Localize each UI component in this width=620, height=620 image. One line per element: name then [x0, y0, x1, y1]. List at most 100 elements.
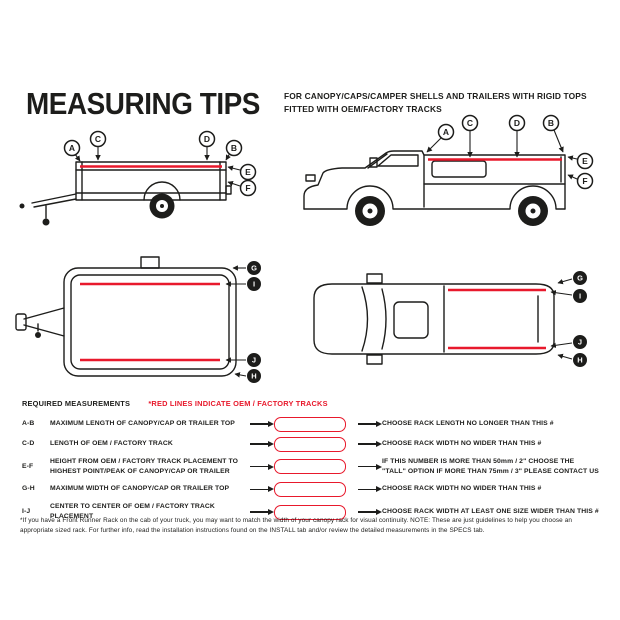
label-badge-j: J — [573, 335, 587, 349]
side-mirror — [369, 157, 378, 168]
page-subtitle-line2: FITTED WITH OEM/FACTORY TRACKS — [284, 104, 442, 115]
right-mirror — [366, 354, 383, 365]
oem-track-lines — [80, 282, 220, 362]
required-measurements-title: REQUIRED MEASUREMENTS — [22, 399, 131, 408]
front-wheel — [355, 196, 385, 226]
truck-body-outline — [303, 150, 566, 210]
hitch-coupler — [19, 203, 25, 209]
measurements-header: REQUIRED MEASUREMENTS *RED LINES INDICAT… — [22, 399, 600, 408]
jockey-wheel — [42, 218, 50, 226]
measurement-code: A-B — [22, 419, 35, 427]
jockey-wheel — [35, 332, 41, 338]
label-badge-a: A — [437, 123, 455, 141]
label-badge-b: B — [542, 114, 560, 132]
svg-text:I: I — [253, 280, 255, 289]
truck-top-view-illustration: G I J H — [313, 271, 587, 367]
track-color-note: *RED LINES INDICATE OEM / FACTORY TRACKS — [148, 399, 328, 408]
measurement-code: G-H — [22, 485, 35, 493]
svg-text:A: A — [443, 127, 449, 137]
svg-text:G: G — [577, 274, 583, 283]
label-badge-f: F — [576, 172, 594, 190]
label-badge-i: I — [573, 289, 587, 303]
arrow-right-icon — [250, 443, 268, 445]
label-badge-e: E — [576, 152, 594, 170]
arrow-right-icon — [358, 488, 376, 491]
measurement-code: E-F — [22, 462, 34, 470]
measurement-description: CENTER TO CENTER OF OEM / FACTORY TRACK … — [50, 502, 215, 521]
svg-text:C: C — [95, 134, 101, 144]
measurement-value-box — [274, 459, 346, 475]
label-badge-d: D — [198, 130, 216, 148]
truck-top-outline — [313, 273, 555, 365]
label-badge-g: G — [573, 271, 587, 285]
measurement-code: I-J — [22, 507, 31, 515]
label-badge-a: A — [63, 139, 81, 157]
measurement-value-box — [274, 436, 346, 452]
page-subtitle-line1: FOR CANOPY/CAPS/CAMPER SHELLS AND TRAILE… — [284, 91, 587, 101]
required-measurements-section: REQUIRED MEASUREMENTS *RED LINES INDICAT… — [22, 399, 600, 525]
measurement-recommendation: CHOOSE RACK WIDTH NO WIDER THAN THIS # — [382, 485, 542, 493]
label-badge-e: E — [239, 163, 257, 181]
svg-text:J: J — [578, 338, 582, 347]
svg-text:A: A — [69, 143, 75, 153]
measurement-row-ef: E-F HEIGHT FROM OEM / FACTORY TRACK PLAC… — [22, 454, 600, 479]
measurement-recommendation: IF THIS NUMBER IS MORE THAN 50mm / 2" CH… — [382, 457, 599, 475]
measurement-recommendation: CHOOSE RACK WIDTH AT LEAST ONE SIZE WIDE… — [382, 507, 599, 515]
arrow-right-icon — [250, 511, 268, 513]
svg-text:G: G — [251, 264, 257, 273]
measurement-value-box — [274, 504, 346, 520]
svg-text:F: F — [245, 183, 250, 193]
measurement-description: HEIGHT FROM OEM / FACTORY TRACK PLACEMEN… — [50, 457, 239, 475]
measurement-recommendation: CHOOSE RACK WIDTH NO WIDER THAN THIS # — [382, 439, 542, 447]
leader-lines — [225, 265, 247, 378]
measurement-value-box — [274, 481, 346, 497]
label-badge-b: B — [225, 139, 243, 157]
trailer-side-view-illustration: A C D B E F — [19, 130, 257, 226]
hitch-coupler — [15, 313, 27, 331]
svg-text:B: B — [548, 118, 554, 128]
label-badge-c: C — [89, 130, 107, 148]
label-badge-c: C — [461, 114, 479, 132]
svg-text:J: J — [252, 356, 256, 365]
measurement-code: C-D — [22, 439, 35, 447]
label-badge-d: D — [508, 114, 526, 132]
roof-line — [381, 288, 387, 350]
arrow-right-icon — [358, 511, 376, 513]
windshield-line — [361, 286, 369, 352]
page-title: MEASURING TIPS — [26, 86, 260, 121]
trailer-top-view-illustration: G I J H — [15, 256, 261, 383]
measurement-value-box — [274, 416, 346, 432]
svg-text:E: E — [582, 156, 588, 166]
sunroof — [393, 301, 429, 339]
label-badge-i: I — [247, 277, 261, 291]
oem-track-lines — [448, 288, 546, 350]
svg-text:C: C — [467, 118, 473, 128]
arrow-right-icon — [250, 465, 268, 468]
measurement-row-ab: A-B MAXIMUM LENGTH OF CANOPY/CAP OR TRAI… — [22, 414, 600, 434]
leader-lines — [550, 278, 573, 360]
rear-wheel — [518, 196, 548, 226]
svg-text:I: I — [579, 292, 581, 301]
page-subtitle: FOR CANOPY/CAPS/CAMPER SHELLS AND TRAILE… — [284, 90, 604, 117]
label-badge-j: J — [247, 353, 261, 367]
trailer-top-outline — [15, 256, 237, 377]
svg-text:D: D — [514, 118, 520, 128]
arrow-right-icon — [250, 488, 268, 491]
label-badge-g: G — [247, 261, 261, 275]
headlight — [305, 174, 316, 182]
measurement-description: MAXIMUM LENGTH OF CANOPY/CAP OR TRAILER … — [50, 419, 235, 427]
svg-text:B: B — [231, 143, 237, 153]
arrow-right-icon — [250, 423, 268, 425]
svg-text:E: E — [245, 167, 251, 177]
measurement-description: LENGTH OF OEM / FACTORY TRACK — [50, 439, 173, 447]
measurement-row-gh: G-H MAXIMUM WIDTH OF CANOPY/CAP OR TRAIL… — [22, 479, 600, 499]
fender — [143, 181, 181, 201]
measurement-row-cd: C-D LENGTH OF OEM / FACTORY TRACK CHOOSE… — [22, 434, 600, 454]
trailer-wheel — [149, 193, 175, 219]
label-badge-h: H — [573, 353, 587, 367]
svg-text:H: H — [577, 356, 582, 365]
truck-side-view-illustration: A C D B E F — [303, 114, 594, 226]
arrow-right-icon — [358, 423, 376, 425]
svg-text:D: D — [204, 134, 210, 144]
